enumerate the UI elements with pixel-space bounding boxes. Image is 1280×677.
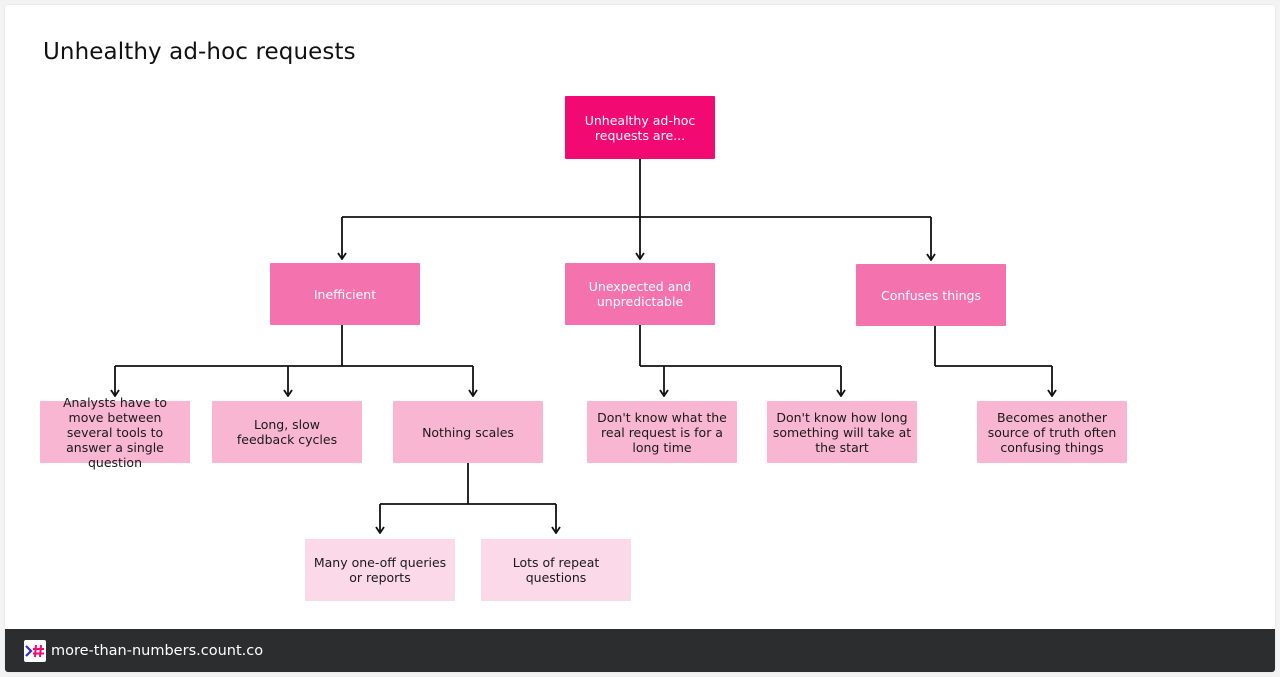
node-feedback: Long, slow feedback cycles [212,401,362,463]
slide-frame: Unhealthy ad-hoc requests [5,5,1275,672]
node-confuses: Confuses things [856,264,1006,326]
diagram-connectors [5,159,1275,672]
page-title: Unhealthy ad-hoc requests [43,39,356,65]
footer-site-link[interactable]: more-than-numbers.count.co [51,642,264,659]
node-repeat: Lots of repeat questions [481,539,631,601]
node-real-request: Don't know what the real request is for … [587,401,737,463]
footer-bar: more-than-numbers.count.co [5,629,1275,672]
node-unexpected: Unexpected and unpredictable [565,263,715,325]
node-root: Unhealthy ad-hoc requests are... [565,96,715,159]
node-how-long: Don't know how long something will take … [767,401,917,463]
count-logo-icon [24,639,46,662]
node-inefficient: Inefficient [270,263,420,325]
node-one-off: Many one-off queries or reports [305,539,455,601]
node-nothing-scales: Nothing scales [393,401,543,463]
node-source-of-truth: Becomes another source of truth often co… [977,401,1127,463]
node-analysts: Analysts have to move between several to… [40,395,190,470]
